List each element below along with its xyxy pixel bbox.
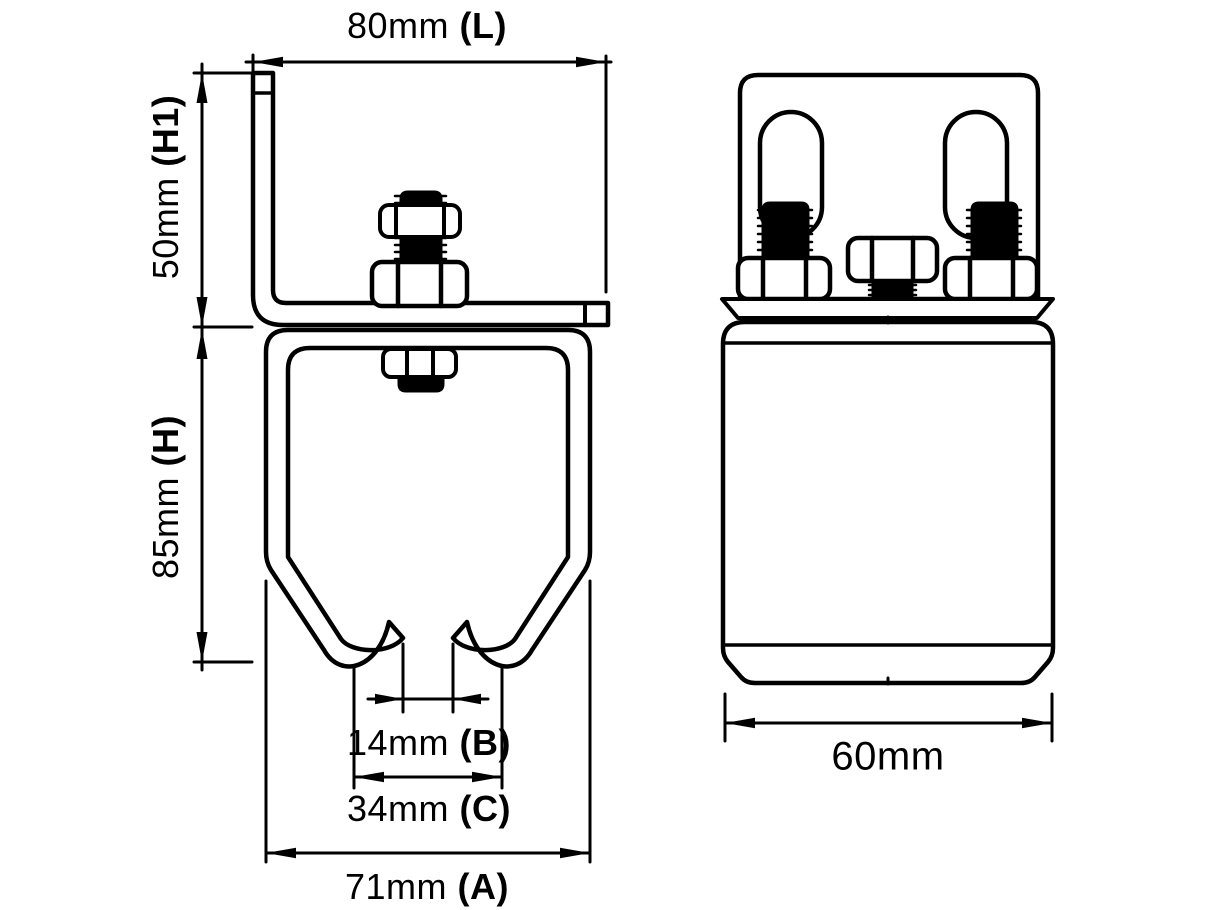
front-view	[250, 70, 611, 669]
inner-nut	[381, 347, 458, 379]
dim-code: (A)	[457, 866, 510, 907]
dim-label-top-width-L: 80mm (L)	[347, 5, 507, 47]
arrowhead	[253, 56, 283, 68]
nut	[735, 255, 833, 302]
nut-facets	[760, 255, 809, 302]
track-body-seam-lines	[721, 341, 1055, 647]
dim-code: (L)	[459, 5, 508, 46]
channel-profile	[263, 327, 593, 669]
dim-slot-gap-B	[366, 642, 490, 714]
dim-label-overall-width-A: 71mm (A)	[345, 866, 509, 908]
arrowhead	[560, 847, 590, 859]
dim-heights-H1-H	[192, 62, 255, 672]
arrowhead	[354, 771, 384, 783]
dim-label-upper-height-H1: 50mm (H1)	[145, 95, 187, 280]
dim-value: 34mm	[346, 788, 450, 829]
dim-value: 85mm	[145, 476, 186, 580]
hanger-bolt	[369, 190, 470, 309]
shank	[871, 279, 914, 301]
main-nut	[369, 259, 470, 309]
nut-facets	[967, 255, 1016, 302]
dim-label-track-width-60: 60mm	[831, 735, 944, 780]
bolt-head	[845, 235, 940, 284]
shank-thread-ticks	[867, 283, 918, 297]
arrowhead	[375, 693, 403, 705]
l-bracket	[250, 70, 611, 328]
upper-nut	[378, 203, 462, 239]
dim-track-width-60	[723, 692, 1054, 743]
arrowhead	[576, 56, 606, 68]
arrowhead	[453, 693, 481, 705]
main-nut-facets	[395, 259, 444, 309]
dim-top-width-L	[244, 53, 613, 294]
side-view-dimensions	[723, 692, 1054, 743]
inner-nut-facets	[405, 347, 435, 379]
arrowhead	[196, 73, 208, 103]
dim-label-slot-gap-B: 14mm (B)	[347, 722, 511, 764]
nut	[942, 255, 1040, 302]
dim-value: 60mm	[831, 734, 945, 779]
dim-code: (C)	[459, 788, 512, 829]
upper-nut-facets	[394, 203, 446, 239]
bolt-head-facets	[869, 235, 916, 284]
dim-label-channel-height-H: 85mm (H)	[145, 415, 187, 579]
arrowhead	[196, 632, 208, 662]
stud	[761, 201, 810, 262]
clamp-plate	[720, 297, 1055, 320]
dim-code: (B)	[459, 722, 512, 763]
dim-opening-C	[352, 664, 504, 790]
stud	[970, 201, 1019, 262]
arrowhead	[196, 297, 208, 327]
arrowhead	[725, 717, 755, 729]
dim-value: 71mm	[344, 866, 448, 907]
dim-overall-width-A	[264, 579, 592, 864]
dim-value: 14mm	[346, 722, 450, 763]
dim-code: (H)	[145, 414, 186, 467]
inner-bolt-nut	[381, 347, 458, 393]
dim-value: 50mm	[145, 177, 186, 280]
dim-value: 80mm	[346, 5, 450, 46]
slot-bolt-right	[942, 201, 1040, 302]
arrowhead	[196, 329, 208, 359]
arrowhead	[1022, 717, 1052, 729]
arrowhead	[266, 847, 296, 859]
side-view	[720, 72, 1056, 686]
track-body	[720, 319, 1056, 686]
centre-bolt	[845, 235, 940, 301]
slot-bolt-left	[735, 201, 833, 302]
dim-code: (H1)	[145, 94, 186, 167]
arrowhead	[472, 771, 502, 783]
front-view-dimensions	[192, 53, 613, 864]
dim-label-opening-C: 34mm (C)	[347, 788, 511, 830]
